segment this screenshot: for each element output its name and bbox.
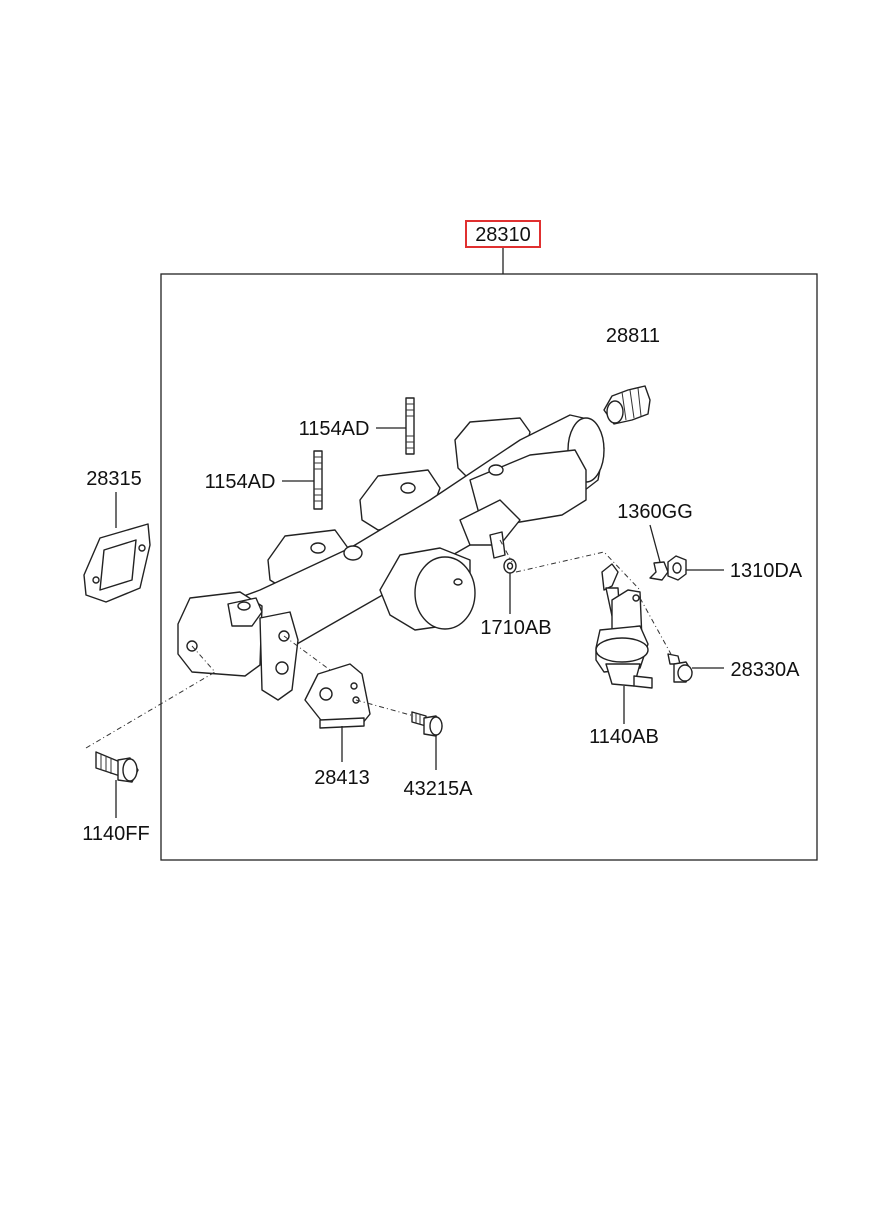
plug-28811[interactable]: [603, 385, 651, 425]
callout-1710AB[interactable]: 1710AB: [480, 617, 551, 639]
callout-1154AD-lower[interactable]: 1154AD: [205, 471, 276, 493]
actuator-28330A[interactable]: [595, 563, 653, 689]
washer-1710AB[interactable]: [503, 558, 517, 574]
callout-1140AB[interactable]: 28330A: [731, 659, 801, 681]
callout-28811[interactable]: 28811: [606, 325, 660, 347]
assembly-frame: [160, 273, 818, 861]
assembly-highlight-box: [465, 220, 541, 248]
bolt-43215A[interactable]: [411, 711, 443, 737]
clip-1360GG[interactable]: [649, 561, 669, 581]
callout-28315[interactable]: 28315: [86, 468, 142, 490]
callout-28413[interactable]: 28413: [314, 767, 370, 789]
bracket-28413[interactable]: [304, 663, 371, 729]
bolt-1140FF[interactable]: [95, 751, 139, 783]
nut-1310DA[interactable]: [667, 555, 687, 581]
stud-1154AD-lower[interactable]: [313, 450, 323, 510]
callout-28330A[interactable]: 1140AB: [589, 726, 659, 748]
leader-1360GG: [649, 524, 661, 563]
callout-1360GG[interactable]: 1360GG: [617, 501, 693, 523]
gasket-28315[interactable]: [83, 523, 151, 603]
callout-1154AD-upper[interactable]: 1154AD: [299, 418, 370, 440]
assembly-guide-lines: [85, 539, 673, 749]
callout-1310DA[interactable]: 1310DA: [730, 560, 803, 582]
callout-28310[interactable]: 28310: [475, 224, 531, 246]
intake-manifold-body[interactable]: [177, 414, 605, 701]
bolt-1140AB[interactable]: [667, 653, 693, 683]
callout-43215A[interactable]: 43215A: [404, 778, 474, 800]
callout-1140FF[interactable]: 1140FF: [82, 823, 149, 845]
stud-1154AD-upper[interactable]: [405, 397, 415, 455]
